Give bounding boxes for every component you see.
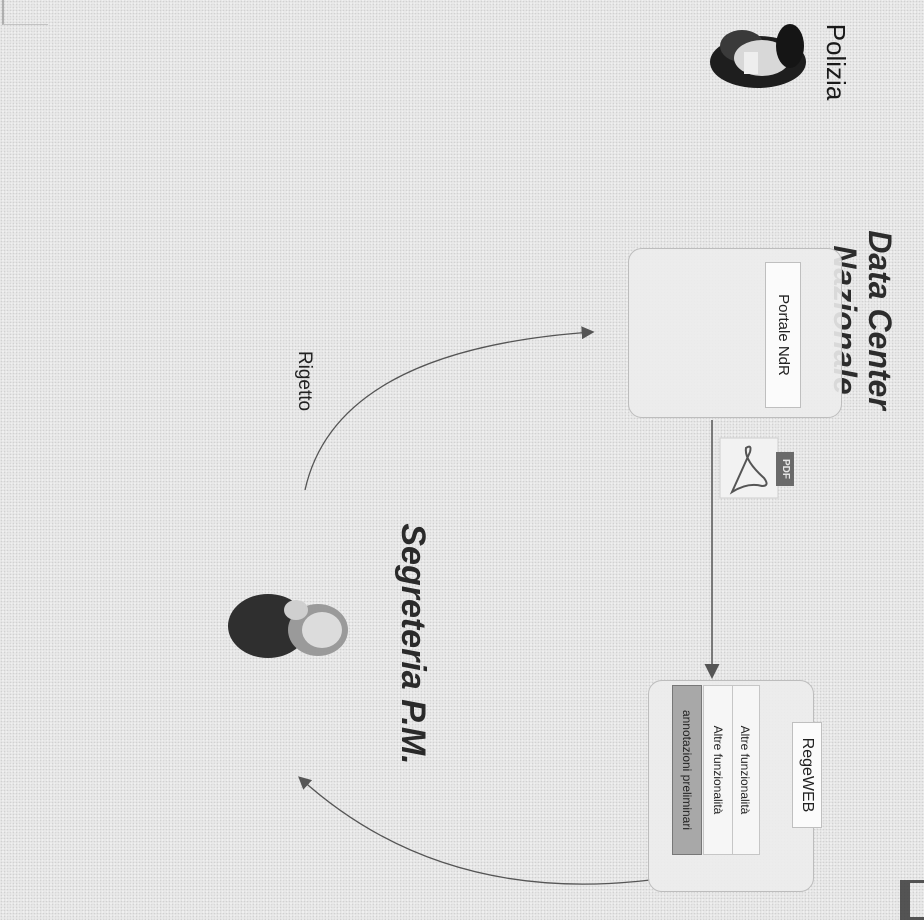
actor-segreteria-label: Segreteria P.M. <box>394 523 432 765</box>
rejection-label: Rigetto <box>294 350 315 412</box>
datacenter-title-line1: Data Center <box>862 230 898 410</box>
regeweb-row-2: Altre funzionalità <box>703 685 733 855</box>
pdf-document-icon <box>719 437 779 499</box>
portale-ndr-label: Portale NdR <box>765 262 801 408</box>
secretary-person-icon <box>228 594 348 658</box>
arrow-regeweb-to-segreteria <box>298 776 651 885</box>
regeweb-row-annotazioni: annotazioni preliminari <box>672 685 702 855</box>
corner-scribble <box>2 0 48 25</box>
police-officer-icon <box>710 24 806 88</box>
regeweb-row-1: Altre funzionalità <box>730 685 760 855</box>
arrow-rejection <box>304 326 595 491</box>
regeweb-label: RegeWEB <box>792 722 822 828</box>
datacenter-box <box>628 248 842 418</box>
edge-glyph-fragment <box>900 880 924 920</box>
actor-polizia-label: Polizia <box>821 23 851 101</box>
pdf-badge: PDF <box>776 452 794 486</box>
